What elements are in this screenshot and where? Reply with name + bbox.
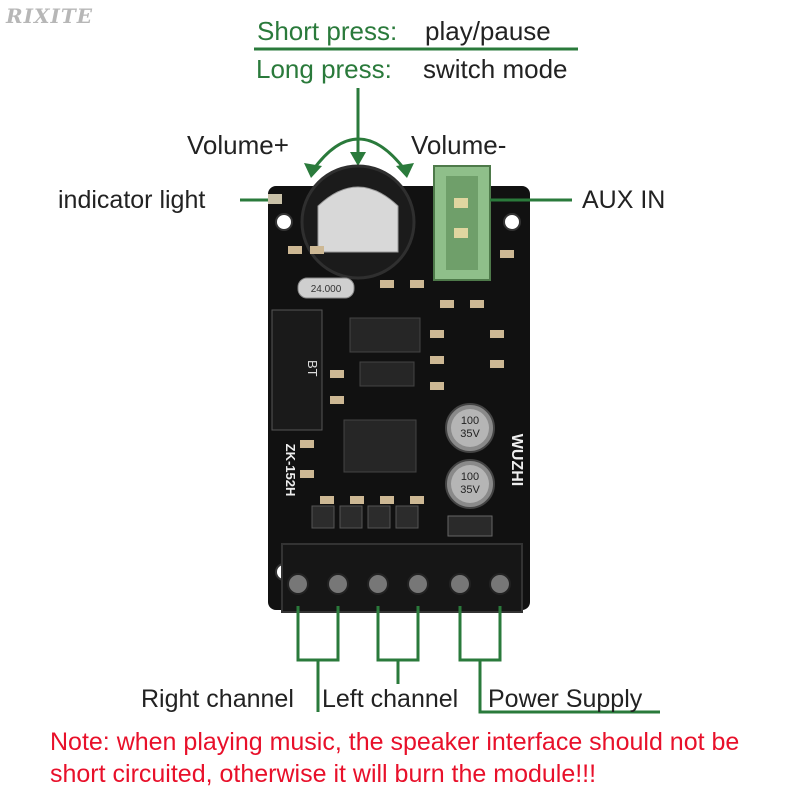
cap-voltage-label: 35V	[460, 428, 480, 440]
amp-chip	[343, 419, 417, 473]
diode	[447, 515, 493, 537]
indicator-light-label: indicator light	[58, 186, 206, 214]
bt-label: BT	[305, 360, 320, 377]
right-channel-label: Right channel	[141, 685, 294, 713]
smd-components	[288, 246, 514, 504]
bt-antenna	[271, 309, 323, 431]
volume-down-arrow	[396, 163, 414, 178]
indicator-led	[268, 194, 282, 204]
terminal-block	[281, 543, 523, 613]
aux-pin	[454, 198, 468, 208]
left-channel-label: Left channel	[322, 685, 459, 713]
warning-note: Note: when playing music, the speaker in…	[50, 728, 740, 788]
crystal-label: 24.000	[311, 284, 342, 295]
brand-label: WUZHI	[508, 434, 525, 486]
power-supply-label: Power Supply	[488, 685, 643, 713]
press-arrow-head	[350, 152, 366, 166]
chip	[359, 361, 415, 387]
cap-value-label: 100	[461, 415, 479, 427]
cap-value-label: 100	[461, 471, 479, 483]
cap-voltage-label: 35V	[460, 484, 480, 496]
watermark-logo: RIXITE	[6, 4, 93, 28]
volume-up-arrow	[304, 163, 322, 178]
aux-pin	[454, 228, 468, 238]
long-press-label: Long press:	[256, 54, 392, 84]
aux-jack-body	[446, 176, 478, 270]
crystal	[297, 277, 355, 299]
inductors	[311, 505, 419, 529]
channel-brackets	[296, 606, 660, 714]
volume-arc	[311, 137, 407, 171]
long-press-action: switch mode	[423, 54, 568, 84]
mount-hole	[503, 213, 521, 231]
volume-down-label: Volume-	[411, 130, 507, 160]
aux-in-label: AUX IN	[582, 186, 666, 214]
terminal-screws	[287, 573, 511, 595]
capacitor: 100 35V	[445, 403, 495, 453]
mount-hole	[275, 213, 293, 231]
knob-shaft	[317, 186, 399, 253]
capacitor: 100 35V	[445, 459, 495, 509]
chip	[349, 317, 421, 353]
short-press-label: Short press:	[257, 16, 398, 46]
model-label: ZK-152H	[283, 444, 298, 497]
volume-up-label: Volume+	[187, 130, 289, 160]
short-press-action: play/pause	[425, 16, 551, 46]
